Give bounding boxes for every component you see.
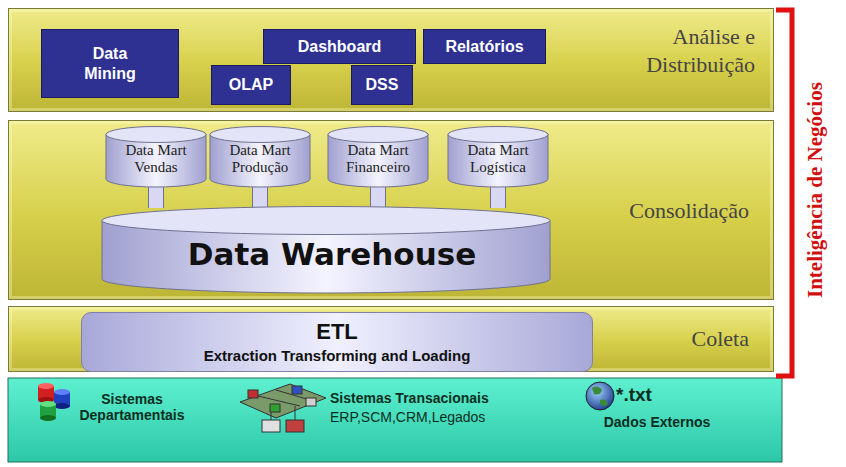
- source-band: [8, 378, 782, 462]
- layer-band: Coleta ETLExtraction Transforming and Loa…: [8, 306, 774, 372]
- tool-box: Data Mining: [41, 29, 179, 98]
- node-text: Data Mart Vendas: [114, 142, 198, 175]
- bracket-line: [776, 10, 792, 376]
- cylinder-top: [448, 127, 548, 143]
- pipe-connector: [378, 186, 379, 208]
- tool-box: DSS: [351, 65, 413, 105]
- node-text: ETL: [82, 313, 592, 345]
- vertical-title: Inteligência de Negócios: [803, 0, 827, 380]
- warehouse-cylinder: Data Warehouse: [101, 206, 563, 294]
- data-mart-cylinder: Data Mart Vendas: [105, 126, 207, 188]
- layer-band: Análise e Distribuição Data Mining Dashboa…: [8, 8, 774, 112]
- node-text: Relatórios: [445, 37, 523, 56]
- node-text: Consolidação: [559, 197, 749, 225]
- node-text: Data Mining: [70, 44, 150, 82]
- node-text: Data Warehouse: [101, 206, 563, 272]
- node-text: Coleta: [629, 325, 749, 353]
- data-mart-cylinder: Data Mart Financeiro: [327, 126, 429, 188]
- pipe-fill: [253, 186, 267, 208]
- tool-box: OLAP: [211, 65, 291, 105]
- node-text: DSS: [366, 75, 399, 94]
- cylinder-top: [210, 127, 310, 143]
- pipe-fill: [149, 186, 163, 208]
- source-label: Sistemas Departamentais: [72, 391, 192, 423]
- node-text: Data Mart Produção: [218, 142, 302, 175]
- source-label: Sistemas Transacionais: [330, 390, 520, 406]
- source-label: Dados Externos: [592, 414, 722, 430]
- cylinder-top: [106, 127, 206, 143]
- node-text: OLAP: [229, 75, 273, 94]
- tool-box: Relatórios: [423, 29, 546, 64]
- pipe-outline: [148, 186, 164, 208]
- pipe-fill: [371, 186, 385, 208]
- etl-box: ETLExtraction Transforming and Loading: [81, 312, 593, 372]
- pipe-outline: [370, 186, 386, 208]
- cylinder-top: [328, 127, 428, 143]
- data-mart-cylinder: Data Mart Produção: [209, 126, 311, 188]
- node-text: Data Mart Financeiro: [336, 142, 420, 175]
- pipe-connector: [156, 186, 157, 208]
- pipe-connector: [498, 186, 499, 208]
- layer-band: Consolidação Data Mart Vendas Data Mart Pr…: [8, 120, 774, 300]
- cylinder-top: [102, 207, 550, 235]
- node-text: Data Mart Logística: [456, 142, 540, 175]
- pipe-fill: [491, 186, 505, 208]
- node-text: Extraction Transforming and Loading: [82, 345, 592, 364]
- pipe-connector: [260, 186, 261, 208]
- network-icon: [240, 384, 326, 432]
- source-label: *.txt: [616, 384, 686, 406]
- pipe-outline: [252, 186, 268, 208]
- globe-icon: [586, 382, 614, 410]
- node-text: Dashboard: [298, 37, 382, 56]
- database-icon: [38, 383, 70, 421]
- node-text: Análise e Distribuição: [585, 23, 755, 78]
- source-label: ERP,SCM,CRM,Legados: [330, 409, 520, 425]
- pipe-outline: [490, 186, 506, 208]
- tool-box: Dashboard: [263, 29, 416, 64]
- data-mart-cylinder: Data Mart Logística: [447, 126, 549, 188]
